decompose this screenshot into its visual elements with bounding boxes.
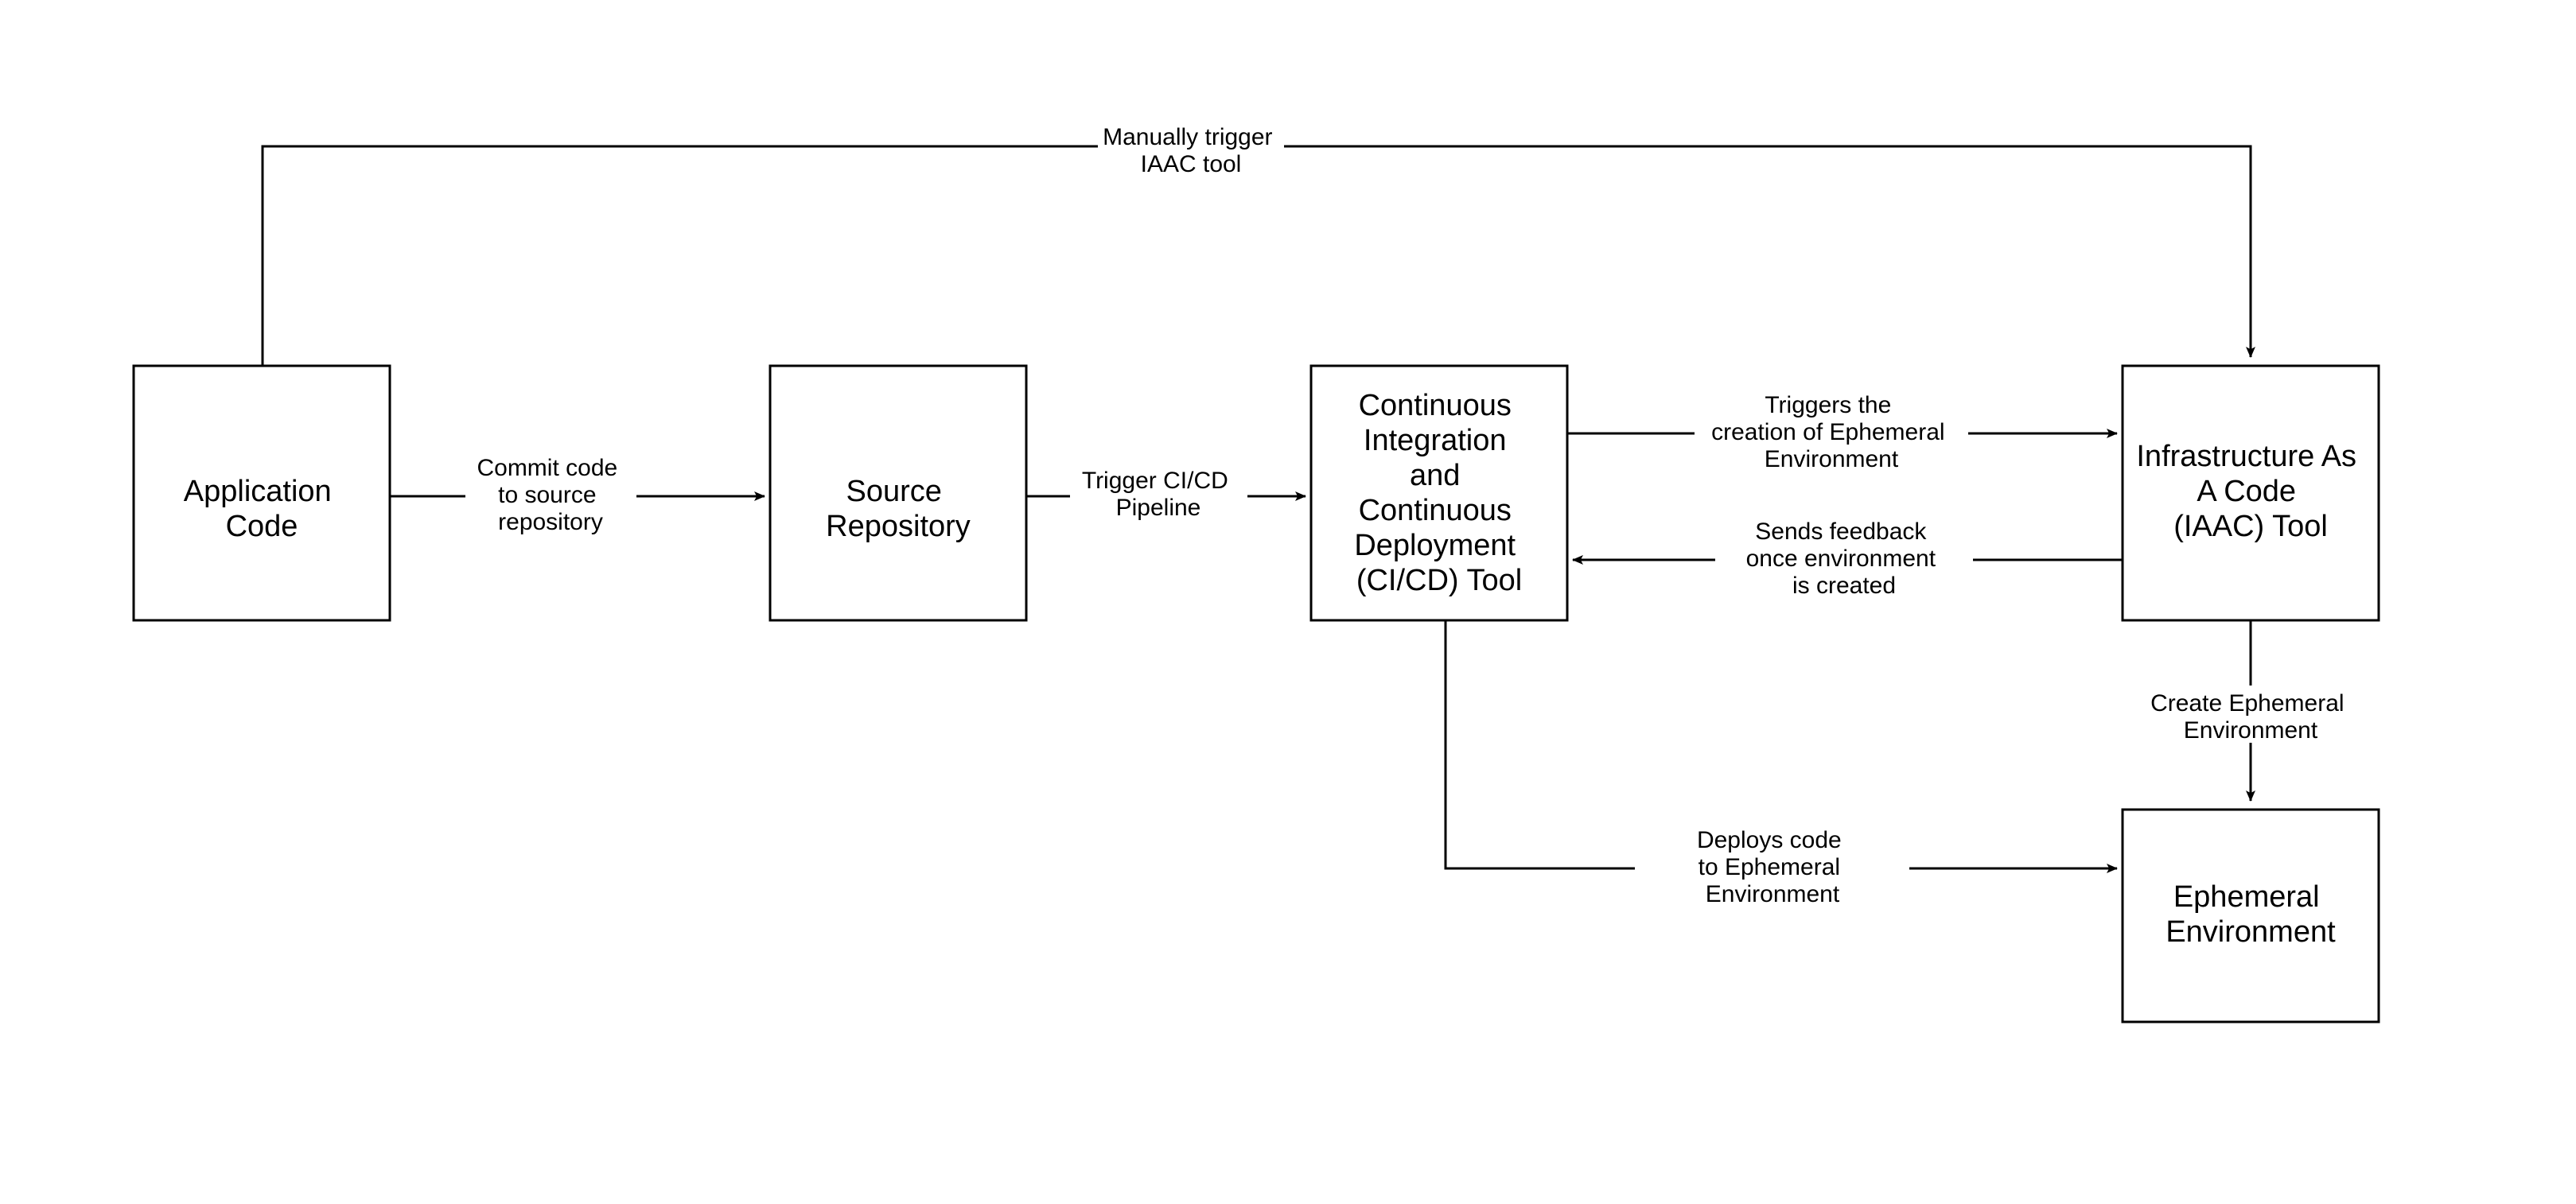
- svg-text:Sends feedback once en: Sends feedback once environment is creat…: [1746, 518, 1943, 599]
- node-label-cicd-tool: Continuous Integration and Continuous De…: [1354, 389, 1523, 597]
- node-rect-source-repository[interactable]: [769, 364, 1028, 622]
- svg-text:Triggers the creation: Triggers the creation of Ephemeral Envir…: [1711, 392, 1951, 472]
- edge-manually-trigger-iaac: [261, 145, 2251, 366]
- edge-label-bg-deploys-code: [1636, 856, 1908, 881]
- node-rect-ephemeral-environment[interactable]: [2121, 808, 2380, 1023]
- edge-label-bg-manually-trigger-iaac: [1099, 134, 1282, 159]
- node-source-repository[interactable]: Source Repository: [769, 364, 1028, 622]
- node-label-ephemeral-environment: Ephemeral Environment: [2165, 880, 2336, 949]
- node-ephemeral-environment[interactable]: Ephemeral Environment: [2121, 808, 2380, 1023]
- svg-text:Create Ephemeral Envir: Create Ephemeral Environment: [2150, 690, 2351, 744]
- edge-label-sends-feedback: Sends feedback once environment is creat…: [1717, 518, 1971, 599]
- edge-deploys-code: [1444, 620, 2117, 868]
- node-rect-cicd-tool[interactable]: [1309, 364, 1569, 622]
- edge-label-manually-trigger-iaac: Manually trigger IAAC tool: [1099, 124, 1282, 177]
- node-label-source-repository: Source Repository: [826, 475, 971, 543]
- edge-label-triggers-creation: Triggers the creation of Ephemeral Envir…: [1696, 392, 1967, 472]
- svg-text:Deploys code to Epheme: Deploys code to Ephemeral Environment: [1697, 827, 1848, 907]
- edge-label-bg-sends-feedback: [1717, 547, 1971, 573]
- svg-text:Commit code to source: Commit code to source repository: [477, 455, 624, 535]
- node-label-application-code: Application Code: [184, 475, 340, 543]
- svg-text:Manually trigger IAAC: Manually trigger IAAC tool: [1103, 124, 1279, 177]
- edge-path-deploys-code: [1444, 620, 2117, 868]
- edge-label-bg-commit-code: [467, 484, 635, 509]
- node-application-code[interactable]: Application Code: [132, 364, 391, 622]
- edge-label-bg-create-ephemeral-environment: [2155, 687, 2346, 741]
- edge-label-create-ephemeral-environment: Create Ephemeral Environment: [2150, 687, 2351, 744]
- edge-label-bg-triggers-creation: [1696, 421, 1967, 446]
- node-iaac-tool[interactable]: Infrastructure As A Code (IAAC) Tool: [2121, 364, 2380, 622]
- edge-label-commit-code: Commit code to source repository: [467, 455, 635, 535]
- node-rect-iaac-tool[interactable]: [2121, 364, 2380, 622]
- edge-label-deploys-code: Deploys code to Ephemeral Environment: [1636, 827, 1908, 907]
- edge-label-trigger-pipeline: Trigger CI/CD Pipeline: [1072, 468, 1246, 521]
- edge-path-manually-trigger-iaac: [261, 145, 2251, 366]
- node-cicd-tool[interactable]: Continuous Integration and Continuous De…: [1309, 364, 1569, 622]
- node-rect-application-code[interactable]: [132, 364, 391, 622]
- node-label-iaac-tool: Infrastructure As A Code (IAAC) Tool: [2136, 440, 2364, 543]
- edge-label-bg-trigger-pipeline: [1072, 484, 1246, 509]
- svg-text:Trigger CI/CD Pipeline: Trigger CI/CD Pipeline: [1082, 468, 1235, 521]
